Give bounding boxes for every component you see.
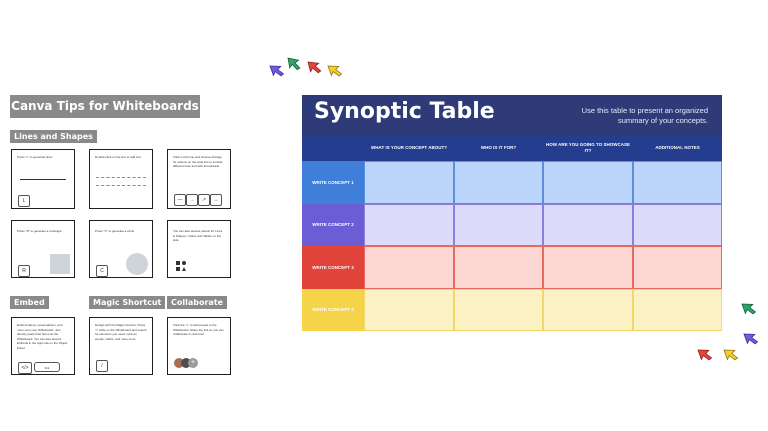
row-label: WRITE CONCEPT 3	[302, 246, 364, 289]
column-header: WHAT IS YOUR CONCEPT ABOUT?	[371, 145, 447, 150]
table-cell[interactable]	[454, 246, 543, 289]
keycap-slash: /	[96, 360, 108, 372]
tip-card-collaborate[interactable]: Click the "+" to add people to the White…	[167, 317, 231, 375]
keycap-c: C	[96, 265, 108, 277]
table-cell[interactable]	[454, 161, 543, 204]
table-cell[interactable]	[454, 203, 543, 246]
row-label: WRITE CONCEPT 4	[302, 288, 364, 331]
arrow-style-icon: →	[186, 194, 198, 206]
table-cell[interactable]	[454, 288, 543, 331]
table-cell[interactable]	[364, 246, 454, 289]
tip-card-text: Double-click on the line to add text	[95, 155, 141, 159]
tip-card-text: Press "C" to generate a circle	[95, 229, 135, 233]
table-cell[interactable]	[543, 203, 633, 246]
table-cell[interactable]	[633, 288, 722, 331]
line-style-icon: —	[174, 194, 186, 206]
table-cell[interactable]	[633, 203, 722, 246]
section-label-lines-shapes: Lines and Shapes	[10, 130, 97, 143]
keycap-l: L	[18, 195, 30, 207]
tip-card-lines[interactable]: Press "L" to generate lines L	[11, 149, 75, 209]
avatar	[181, 358, 191, 368]
embed-icon: </>	[18, 362, 32, 374]
tip-card-text: Click on the line and choose arrange for…	[173, 155, 223, 168]
add-person-icon: +	[188, 358, 198, 368]
section-label-magic-shortcut: Magic Shortcut	[89, 296, 166, 309]
table-cell[interactable]	[543, 161, 633, 204]
rectangle-sample	[50, 254, 70, 274]
link-pill-icon: link	[34, 362, 60, 372]
tip-card-line-style[interactable]: Click on the line and choose arrange for…	[167, 149, 231, 209]
tip-card-text: Press "L" to generate lines	[17, 155, 53, 159]
tip-card-circle[interactable]: Press "C" to generate a circle C	[89, 220, 153, 278]
tip-card-text: Embed videos, presentations, and more on…	[17, 323, 68, 350]
line-sample	[20, 179, 66, 180]
tip-card-text: You can also access panels for Lines & S…	[173, 229, 223, 242]
section-label-collaborate: Collaborate	[167, 296, 228, 309]
avatar	[174, 358, 184, 368]
column-header: ADDITIONAL NOTES	[655, 145, 700, 150]
column-header: HOW ARE YOU GOING TO SHOWCASE IT?	[546, 142, 630, 153]
tip-card-text: Design with the Magic shortcut. Press "/…	[95, 323, 147, 341]
synoptic-subtitle: Use this table to present an organized s…	[581, 106, 708, 125]
synoptic-table-frame[interactable]: Synoptic Table Use this table to present…	[302, 95, 722, 331]
collaborator-cursors-icon	[697, 303, 759, 361]
table-cell[interactable]	[364, 288, 454, 331]
double-arrow-icon: ↔	[210, 194, 222, 206]
table-cell[interactable]	[364, 161, 454, 204]
row-label: WRITE CONCEPT 1	[302, 161, 364, 204]
circle-sample	[126, 253, 148, 275]
keycap-r: R	[18, 265, 30, 277]
column-header-row: WHAT IS YOUR CONCEPT ABOUT? WHO IS IT FO…	[302, 135, 722, 161]
elements-panel-icon	[176, 261, 186, 271]
dashed-line	[96, 177, 146, 178]
table-cell[interactable]	[364, 203, 454, 246]
table-cell[interactable]	[633, 246, 722, 289]
tip-card-panels[interactable]: You can also access panels for Lines & S…	[167, 220, 231, 278]
synoptic-title: Synoptic Table	[314, 99, 495, 124]
diagonal-arrow-icon: ↗	[198, 194, 210, 206]
tip-card-line-text[interactable]: Double-click on the line to add text	[89, 149, 153, 209]
dashed-line	[96, 185, 146, 186]
tip-card-text: Press "R" to generate a rectangle	[17, 229, 62, 233]
section-label-embed: Embed	[10, 296, 49, 309]
table-cell[interactable]	[543, 246, 633, 289]
synoptic-header: Synoptic Table Use this table to present…	[302, 95, 722, 135]
row-label: WRITE CONCEPT 2	[302, 203, 364, 246]
column-header: WHO IS IT FOR?	[480, 145, 517, 150]
collaborator-cursors-icon	[269, 57, 343, 77]
tip-card-rectangle[interactable]: Press "R" to generate a rectangle R	[11, 220, 75, 278]
table-cell[interactable]	[543, 288, 633, 331]
tip-card-embed[interactable]: Embed videos, presentations, and more on…	[11, 317, 75, 375]
table-cell[interactable]	[633, 161, 722, 204]
tips-title-banner: Canva Tips for Whiteboards	[10, 95, 200, 118]
tip-card-text: Click the "+" to add people to the White…	[173, 323, 224, 336]
tip-card-magic[interactable]: Design with the Magic shortcut. Press "/…	[89, 317, 153, 375]
